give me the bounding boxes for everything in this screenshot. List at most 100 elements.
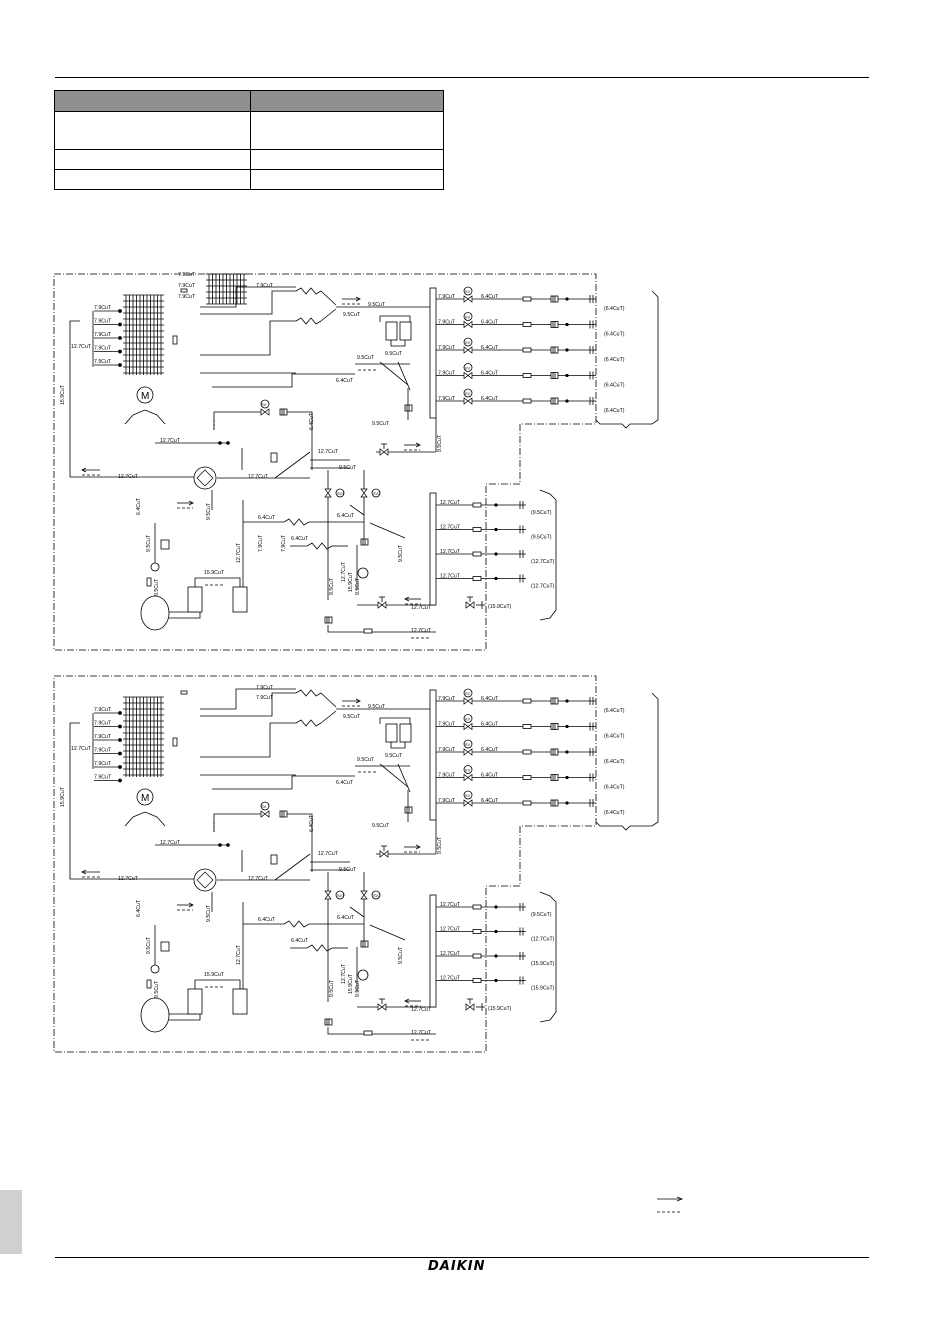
liquid-pipe	[212, 775, 355, 790]
expansion-valve-body-icon	[463, 346, 473, 354]
check-valve-icon	[150, 562, 160, 572]
joint-dot	[118, 322, 122, 327]
comp-up-label: 9.5CuT	[206, 904, 212, 922]
sensor-icon	[472, 978, 482, 983]
sensor-icon	[472, 904, 482, 910]
liquid-connection-label: (6.4CuT)	[604, 785, 625, 791]
subcooler-icon	[306, 944, 333, 952]
accumulator-pipe	[194, 979, 241, 989]
gas-connection-label: (15.9CuT)	[531, 961, 555, 967]
suction-label-1: 9.5CuT	[368, 704, 386, 710]
liquid-branch-label: 7.9CuT	[438, 320, 456, 326]
joint-dot	[218, 843, 222, 847]
capillary-pipe	[200, 692, 296, 717]
expansion-valve-body-icon	[463, 697, 473, 705]
subcooler-icon	[283, 518, 310, 526]
liquid-label: 9.5CuT	[357, 757, 375, 763]
liquid-connection-label: (6.4CuT)	[604, 759, 625, 765]
joint-dot	[118, 363, 122, 367]
gas-main-connection-label: (15.9CuT)	[488, 604, 512, 610]
suction-label-1: 9.5CuT	[368, 302, 386, 308]
electronic-expansion-valve-icon	[463, 790, 473, 800]
liquid-header-icon	[429, 689, 437, 821]
joint-dot	[565, 724, 569, 729]
liquid-out-label: 6.4CuT	[481, 396, 499, 402]
joint-dot	[118, 309, 122, 313]
coil-inlet-label: 7.9CuT	[94, 305, 112, 311]
coil-inlet-label: 7.9CuT	[94, 761, 112, 767]
filter-icon	[550, 774, 559, 781]
outdoor-coil-icon	[123, 696, 164, 777]
main-liquid-pipe	[69, 320, 208, 478]
solenoid-valve-icon	[335, 488, 345, 498]
sensor-icon	[522, 347, 532, 353]
liquid-connection-label: (6.4CuT)	[604, 332, 625, 338]
ev-label: EV	[465, 341, 471, 345]
compressor-icon	[140, 997, 170, 1033]
flow-arrow-head	[404, 596, 410, 602]
ev-label: EV	[465, 743, 471, 747]
vertical-main-label: 15.9CuT	[60, 384, 66, 405]
sensor-icon	[522, 373, 532, 378]
pressure-switch-icon	[160, 539, 170, 550]
accumulator-icon	[187, 586, 203, 613]
vert-label-2: 15.9CuT	[348, 973, 354, 994]
distributor-icon	[295, 317, 322, 325]
sensor-icon	[172, 335, 178, 345]
filter-icon	[550, 799, 559, 807]
four-way-out-label: 12.7CuT	[248, 876, 269, 882]
filter-icon	[404, 404, 413, 412]
filter-icon	[360, 940, 369, 948]
filter-icon	[550, 321, 559, 328]
solenoid-valve-body-icon	[324, 890, 332, 900]
electronic-expansion-valve-icon	[463, 714, 473, 723]
distributor-icon	[295, 287, 322, 295]
liquid-connection-label: (6.4CuT)	[604, 708, 625, 714]
joint-dot	[494, 954, 498, 958]
liquid-return-pipe	[327, 625, 436, 633]
joint-dot	[494, 929, 498, 934]
header-pipe-label: 12.7CuT	[318, 851, 339, 857]
filter-icon	[550, 723, 559, 730]
gas-branch-label: 12.7CuT	[440, 902, 461, 908]
liquid-branch-label: 7.9CuT	[438, 371, 456, 377]
capillary-pipe	[200, 688, 296, 710]
solenoid-valve-body-icon	[360, 488, 368, 498]
flow-arrow-head	[81, 869, 87, 875]
liquid-branch-label: 7.9CuT	[438, 722, 456, 728]
expansion-valve-body-icon	[463, 722, 473, 731]
gas-branch-label: 12.7CuT	[440, 927, 461, 933]
accumulator-icon	[187, 988, 203, 1015]
solenoid-label: SV	[261, 402, 267, 407]
distributor-pipe	[320, 692, 337, 708]
solenoid-valve-body-icon	[360, 890, 368, 900]
capillary-pipe	[200, 290, 296, 315]
liquid-connection-label: (6.4CuT)	[604, 357, 625, 363]
system-diagram-2: 7.9CuT 7.9CuT 7.9CuT 7.9CuT 7.9CuT 7.9CuT 12.7…	[53, 272, 659, 1053]
gas-connection-label: (12.7CuT)	[531, 559, 555, 565]
unit-boundary	[53, 273, 597, 651]
fan-blade-icon	[156, 414, 166, 425]
gas-header-icon	[429, 492, 437, 606]
expansion-valve-body-icon	[463, 371, 473, 380]
joint-dot	[118, 751, 122, 756]
solenoid-valve-icon	[371, 890, 381, 900]
joint-dot	[226, 843, 230, 847]
fan-blade-icon	[132, 409, 158, 416]
subcooler-icon	[306, 542, 333, 550]
compressor-icon	[140, 595, 170, 631]
sensor-icon	[522, 775, 532, 780]
liquid-branch-label: 7.9CuT	[438, 747, 456, 753]
vert-label-6: 9.5CuT	[398, 544, 404, 562]
filter-icon	[550, 397, 559, 405]
comp-left-label: 6.4CuT	[136, 899, 142, 917]
coil-header-label: 12.7CuT	[71, 746, 92, 752]
service-valve-icon	[379, 850, 389, 858]
joint-dot	[494, 576, 498, 581]
receiver-pipe	[390, 340, 406, 347]
gas-bottom-2-label: 12.7CuT	[411, 1030, 432, 1036]
gas-pipe-label: 9.5CuT	[339, 867, 357, 873]
sub-coil-icon	[206, 273, 247, 305]
comp-down2-label: 9.5CuT	[154, 578, 160, 596]
flow-arrow-head	[188, 902, 194, 908]
